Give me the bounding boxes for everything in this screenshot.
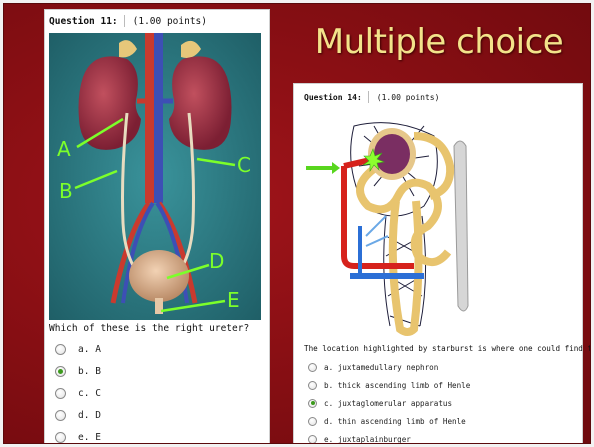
figure-label-d: D — [209, 249, 224, 273]
presentation-slide: Multiple choice Question 11: (1.00 point… — [3, 3, 591, 444]
option-text: thick ascending limb of Henle — [338, 381, 471, 390]
radio-circle-empty-icon[interactable] — [308, 363, 317, 372]
radio-circle-empty-icon[interactable] — [308, 381, 317, 390]
urinary-system-illustration — [49, 33, 261, 320]
option-text: juxtaplainburger — [338, 435, 411, 444]
right-kidney — [169, 56, 232, 149]
question-14-prompt: The location highlighted by starburst is… — [304, 344, 591, 353]
aorta — [145, 33, 154, 203]
vena-cava — [154, 33, 163, 203]
option-letter: b. — [324, 381, 333, 390]
question-number: Question 11: — [49, 16, 118, 27]
radio-circle-empty-icon[interactable] — [55, 388, 66, 399]
radio-circle-filled-icon[interactable] — [308, 399, 317, 408]
option-text: juxtaglomerular apparatus — [338, 399, 452, 408]
option-b[interactable]: b. B — [55, 360, 101, 382]
option-letter: c. — [324, 399, 333, 408]
option-letter: a. — [324, 363, 333, 372]
option-letter: a. — [78, 344, 89, 355]
option-text: B — [95, 366, 101, 377]
radio-circle-empty-icon[interactable] — [55, 344, 66, 355]
urinary-system-figure: A B C D E — [49, 33, 261, 320]
option-d[interactable]: d. thin ascending limb of Henle — [308, 412, 470, 430]
option-c[interactable]: c. C — [55, 382, 101, 404]
option-c[interactable]: c. juxtaglomerular apparatus — [308, 394, 470, 412]
question-14-panel: Question 14: (1.00 points) — [293, 83, 583, 444]
slide-title: Multiple choice — [294, 22, 584, 62]
option-text: E — [95, 432, 101, 443]
radio-circle-empty-icon[interactable] — [308, 417, 317, 426]
left-kidney — [79, 56, 142, 149]
option-a[interactable]: a. juxtamedullary nephron — [308, 358, 470, 376]
option-e[interactable]: e. E — [55, 426, 101, 444]
question-number: Question 14: — [304, 93, 362, 102]
radio-circle-empty-icon[interactable] — [308, 435, 317, 444]
question-14-header: Question 14: (1.00 points) — [304, 90, 439, 104]
question-11-options: a. A b. B c. C d. D e. E — [55, 338, 101, 444]
urinary-bladder — [129, 250, 189, 302]
radio-circle-empty-icon[interactable] — [55, 432, 66, 443]
question-11-panel: Question 11: (1.00 points) — [44, 9, 270, 444]
figure-label-e: E — [227, 288, 240, 312]
option-text: C — [95, 388, 101, 399]
question-points: (1.00 points) — [133, 16, 207, 27]
question-14-options: a. juxtamedullary nephron b. thick ascen… — [308, 358, 470, 444]
option-letter: e. — [78, 432, 89, 443]
collecting-duct — [454, 141, 468, 311]
figure-label-b: B — [59, 179, 73, 203]
option-text: juxtamedullary nephron — [338, 363, 439, 372]
question-points: (1.00 points) — [377, 93, 440, 102]
figure-label-c: C — [237, 153, 251, 177]
option-letter: d. — [78, 410, 89, 421]
option-letter: e. — [324, 435, 333, 444]
option-text: A — [95, 344, 101, 355]
question-11-prompt: Which of these is the right ureter? — [49, 323, 249, 334]
header-divider — [124, 15, 125, 27]
header-divider — [368, 91, 369, 103]
option-letter: d. — [324, 417, 333, 426]
option-text: thin ascending limb of Henle — [338, 417, 466, 426]
option-e[interactable]: e. juxtaplainburger — [308, 430, 470, 444]
nephron-illustration — [304, 106, 574, 341]
radio-circle-empty-icon[interactable] — [55, 410, 66, 421]
option-d[interactable]: d. D — [55, 404, 101, 426]
figure-label-a: A — [57, 137, 71, 161]
option-text: D — [95, 410, 101, 421]
option-b[interactable]: b. thick ascending limb of Henle — [308, 376, 470, 394]
option-a[interactable]: a. A — [55, 338, 101, 360]
option-letter: c. — [78, 388, 89, 399]
option-letter: b. — [78, 366, 89, 377]
question-11-header: Question 11: (1.00 points) — [49, 14, 207, 28]
radio-circle-filled-icon[interactable] — [55, 366, 66, 377]
